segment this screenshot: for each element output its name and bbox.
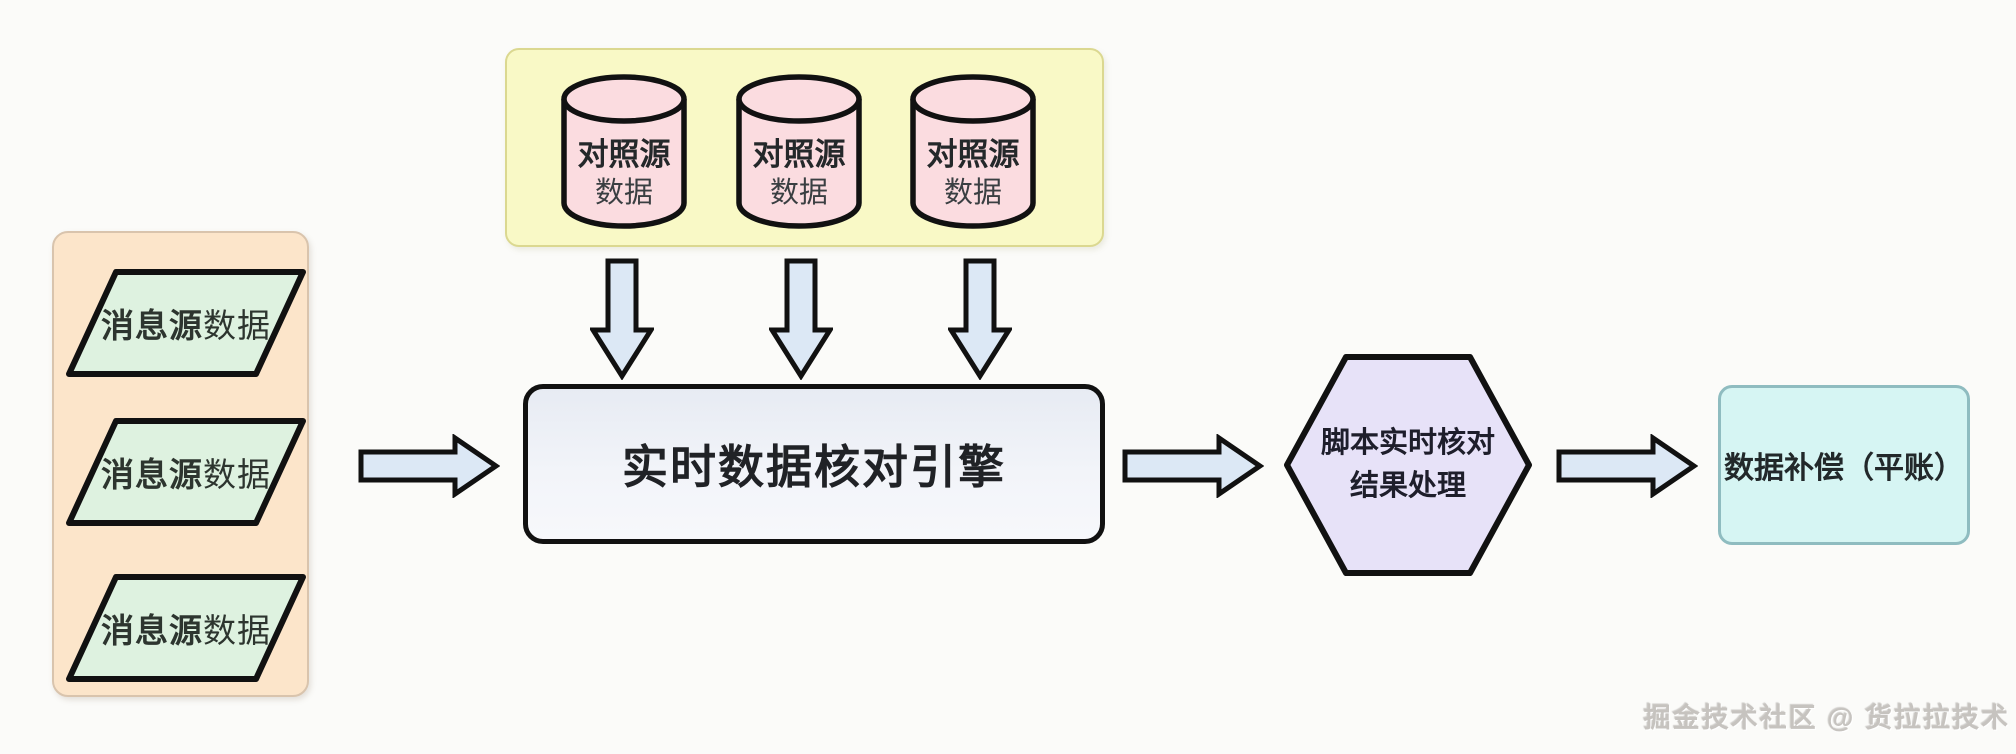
result-hexagon-line1: 脚本实时核对 — [1320, 426, 1495, 459]
reference-source-label-bold: 对照源 — [752, 137, 846, 172]
reference-source-label-normal: 数据 — [769, 177, 828, 210]
parallelogram-icon — [66, 418, 306, 526]
message-source-label-normal: 数据 — [203, 612, 271, 649]
result-hexagon-label: 脚本实时核对 结果处理 — [1283, 353, 1533, 577]
message-sources-container: 消息源数据 消息源数据 消息源数据 — [52, 231, 309, 697]
reference-source-label: 对照源数据 — [909, 135, 1037, 213]
message-source-label: 消息源数据 — [65, 573, 307, 683]
message-source-label-normal: 数据 — [203, 307, 271, 344]
engine-box: 实时数据核对引擎 — [523, 384, 1105, 544]
message-source-label: 消息源数据 — [65, 268, 307, 378]
engine-label: 实时数据核对引擎 — [622, 441, 1006, 493]
down-arrow-icon — [948, 258, 1012, 380]
compensation-box: 数据补偿（平账） — [1718, 385, 1970, 545]
database-cylinder-icon — [910, 74, 1036, 229]
reference-source-label-normal: 数据 — [943, 177, 1002, 210]
message-source-shape: 消息源数据 — [65, 573, 307, 683]
message-source-label-bold: 消息源 — [101, 307, 203, 344]
message-source-label: 消息源数据 — [65, 417, 307, 527]
message-source-label-bold: 消息源 — [101, 612, 203, 649]
right-arrow-icon — [1556, 434, 1698, 498]
reference-source-label-bold: 对照源 — [926, 137, 1020, 172]
right-arrow-icon — [358, 434, 500, 498]
reference-source-shape: 对照源数据 — [909, 73, 1037, 230]
reference-sources-container: 对照源数据 对照源数据 对照源数据 — [505, 48, 1104, 247]
watermark-text: 掘金技术社区 @ 货拉拉技术 — [1643, 703, 2010, 733]
message-source-shape: 消息源数据 — [65, 268, 307, 378]
reference-source-label-normal: 数据 — [594, 177, 653, 210]
result-hexagon: 脚本实时核对 结果处理 — [1283, 353, 1533, 577]
message-source-shape: 消息源数据 — [65, 417, 307, 527]
result-hexagon-line2: 结果处理 — [1349, 470, 1466, 502]
hexagon-icon — [1284, 354, 1532, 576]
reference-source-label: 对照源数据 — [560, 135, 688, 213]
reference-source-label-bold: 对照源 — [577, 137, 671, 172]
down-arrow-icon — [769, 258, 833, 380]
reference-source-shape: 对照源数据 — [560, 73, 688, 230]
parallelogram-icon — [66, 269, 306, 377]
compensation-label: 数据补偿（平账） — [1724, 452, 1964, 485]
parallelogram-icon — [66, 574, 306, 682]
database-cylinder-icon — [736, 74, 862, 229]
database-cylinder-icon — [561, 74, 687, 229]
down-arrow-icon — [590, 258, 654, 380]
reference-source-shape: 对照源数据 — [735, 73, 863, 230]
message-source-label-bold: 消息源 — [101, 456, 203, 493]
reference-source-label: 对照源数据 — [735, 135, 863, 213]
message-source-label-normal: 数据 — [203, 456, 271, 493]
right-arrow-icon — [1122, 434, 1264, 498]
